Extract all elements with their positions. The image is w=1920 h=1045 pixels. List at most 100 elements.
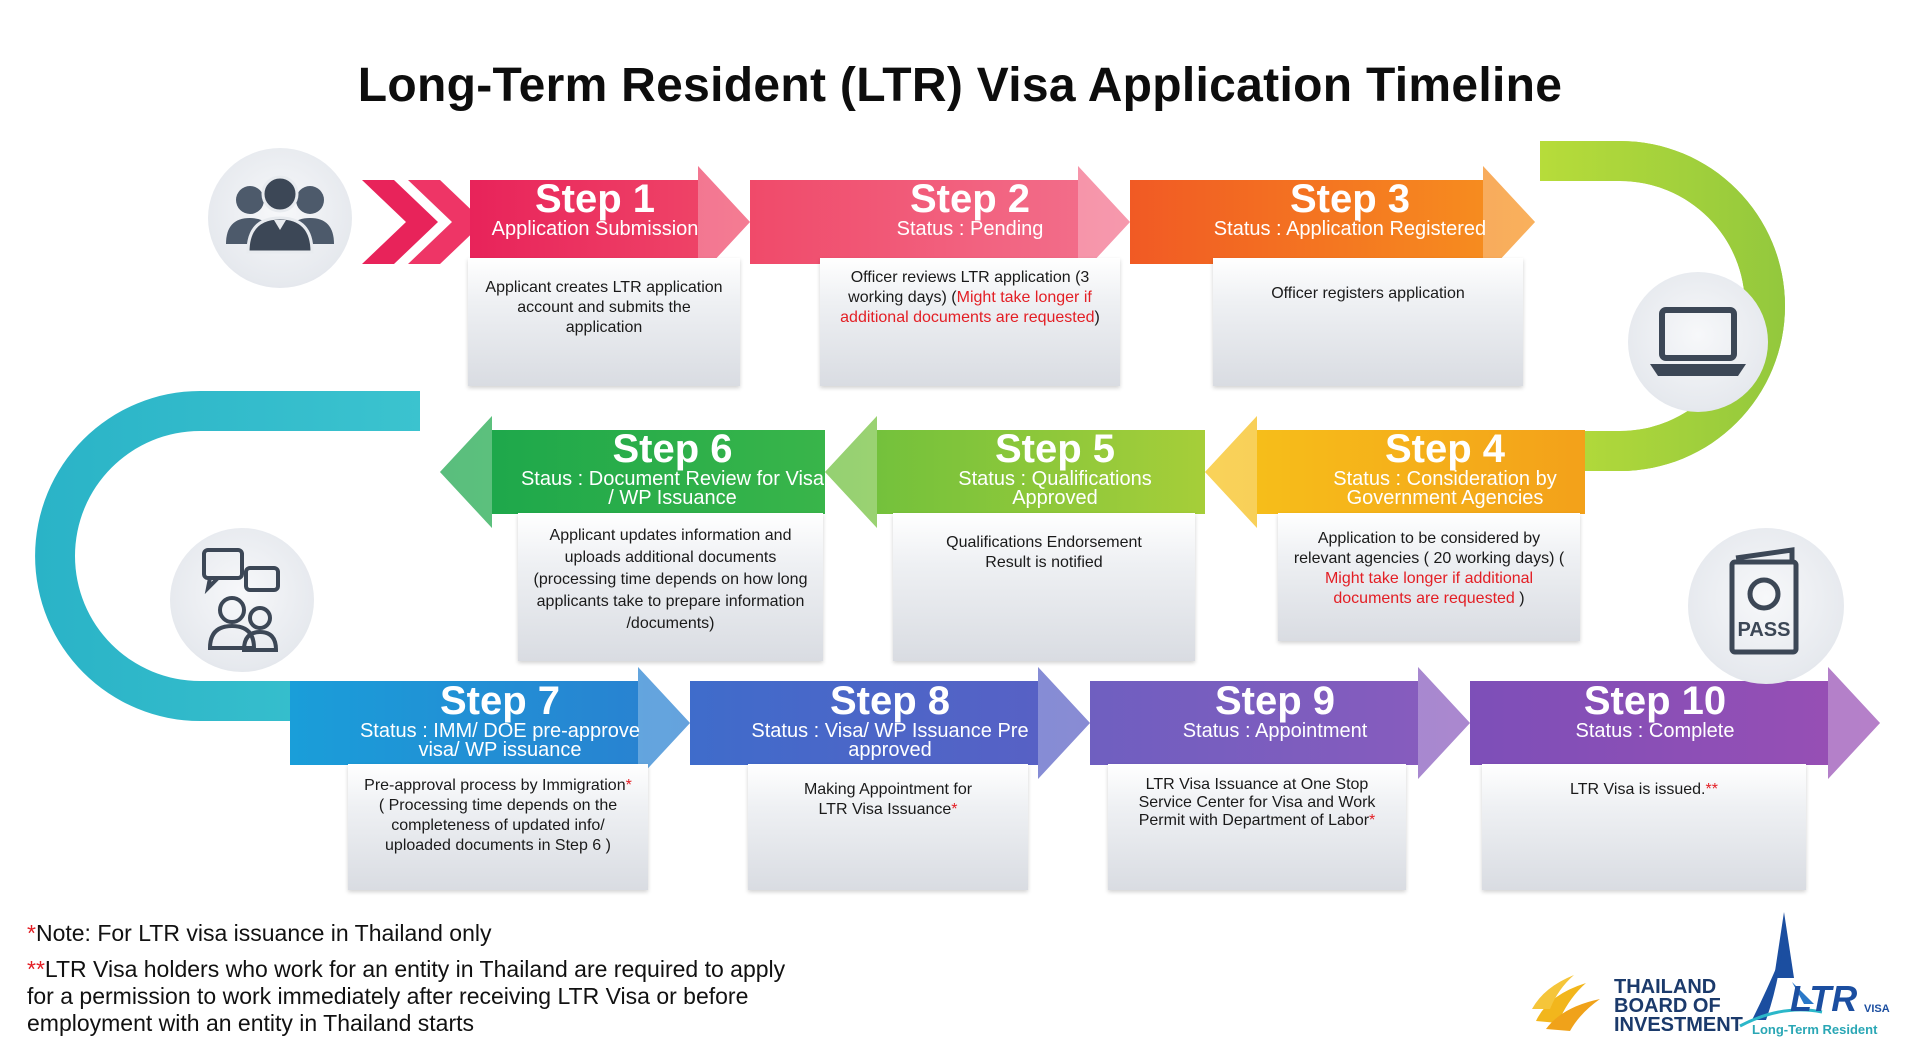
step-3-arrow-head — [1483, 166, 1535, 278]
step-7-desc-part: ( Processing time depends on the complet… — [378, 797, 618, 854]
step-10-status: Status : Complete — [1575, 720, 1735, 742]
step-4-arrow-head — [1205, 416, 1257, 528]
page-title: Long-Term Resident (LTR) Visa Applicatio… — [357, 59, 1563, 112]
step-6-label: Step 6 Staus : Document Review for Visa … — [520, 428, 825, 508]
chevrons-start — [362, 180, 484, 264]
passport-icon: PASS — [1688, 528, 1844, 684]
step-8-description: Making Appointment for LTR Visa Issuance… — [748, 764, 1028, 890]
step-8-desc-part: Making Appointment for LTR Visa Issuance — [803, 781, 973, 818]
boi-line1: THAILAND — [1614, 976, 1717, 998]
step-8-label: Step 8 Status : Visa/ WP Issuance Pre ap… — [745, 680, 1035, 760]
step-4-description: Application to be considered by relevant… — [1278, 513, 1580, 641]
step-5-arrow-head — [825, 416, 877, 528]
step-10-arrow-head — [1828, 667, 1880, 779]
step-1-description: Applicant creates LTR application accoun… — [468, 258, 740, 386]
step-10-desc-part: ** — [1705, 781, 1718, 798]
chat-person-icon — [170, 528, 314, 672]
step-7-label: Step 7 Status : IMM/ DOE pre-approve vis… — [345, 680, 655, 760]
note-2-text: LTR Visa holders who work for an entity … — [27, 956, 786, 1036]
step-5-number: Step 5 — [994, 427, 1116, 471]
step-9-description: LTR Visa Issuance at One Stop Service Ce… — [1108, 764, 1406, 890]
laptop-icon — [1628, 272, 1768, 412]
step-4-label: Step 4 Status : Consideration by Governm… — [1300, 428, 1590, 508]
step-7-desc-part: Pre-approval process by Immigration — [364, 777, 626, 794]
note-2-mark: ** — [27, 956, 45, 982]
step-1-desc-part: Applicant creates LTR application accoun… — [485, 279, 723, 336]
step-2-label: Step 2 Status : Pending — [820, 178, 1120, 239]
step-7-status: Status : IMM/ DOE pre-approve visa/ WP i… — [359, 720, 641, 761]
step-2-description: Officer reviews LTR application (3 worki… — [820, 258, 1120, 386]
step-1-label: Step 1 Application Submission — [460, 178, 730, 239]
step-8-arrow-head — [1038, 667, 1090, 779]
step-1-arrow-head — [698, 166, 750, 278]
boi-logo — [1528, 965, 1608, 1037]
ltr-visa-logo — [1722, 908, 1898, 1040]
boi-logo-mark — [1532, 975, 1600, 1031]
step-10-number: Step 10 — [1583, 679, 1727, 723]
step-9-label: Step 9 Status : Appointment — [1130, 680, 1420, 741]
step-10-description: LTR Visa is issued.** — [1482, 764, 1806, 890]
step-2-status: Status : Pending — [896, 218, 1044, 240]
loop-left — [35, 391, 420, 721]
step-9-desc-part: LTR Visa Issuance at One Stop Service Ce… — [1138, 776, 1376, 829]
step-6-arrow — [440, 416, 825, 528]
step-4-desc-part: ) — [1514, 590, 1525, 607]
note-1-mark: * — [27, 920, 36, 946]
ltr-logo-subtitle: Long-Term Resident — [1752, 1022, 1878, 1037]
step-8-desc-part: * — [951, 801, 958, 818]
step-9-arrow-head — [1418, 667, 1470, 779]
step-7-arrow-head — [638, 667, 690, 779]
ltr-logo-mark — [1739, 912, 1823, 1028]
note-2: **LTR Visa holders who work for an entit… — [27, 956, 797, 1037]
step-10-arrow — [1470, 667, 1880, 779]
note-1-text: Note: For LTR visa issuance in Thailand … — [35, 920, 492, 946]
step-2-desc-part: Might take longer if additional document… — [840, 289, 1095, 326]
step-8-status: Status : Visa/ WP Issuance Pre approved — [751, 720, 1029, 761]
step-4-status: Status : Consideration by Government Age… — [1333, 468, 1557, 509]
step-6-status: Staus : Document Review for Visa / WP Is… — [520, 468, 825, 509]
step-9-arrow — [1090, 667, 1470, 779]
step-4-desc-part: Application to be considered by relevant… — [1293, 530, 1565, 567]
step-3-arrow — [1130, 166, 1535, 278]
step-7-number: Step 7 — [439, 679, 561, 723]
step-6-description: Applicant updates information and upload… — [518, 513, 823, 661]
ltr-logo-visa: VISA — [1864, 1003, 1890, 1015]
boi-line2: BOARD OF — [1614, 995, 1721, 1017]
step-5-desc-part: Qualifications Endorsement Result is not… — [946, 534, 1142, 571]
step-7-desc-part: * — [625, 777, 632, 794]
step-5-description: Qualifications Endorsement Result is not… — [893, 513, 1195, 661]
step-1-number: Step 1 — [534, 177, 656, 221]
step-8-number: Step 8 — [829, 679, 951, 723]
step-9-number: Step 9 — [1214, 679, 1336, 723]
step-4-number: Step 4 — [1384, 427, 1506, 471]
step-8-arrow — [690, 667, 1090, 779]
step-1-status: Application Submission — [491, 218, 699, 240]
step-1-arrow — [470, 166, 750, 278]
step-4-desc-part: Might take longer if additional document… — [1324, 570, 1534, 607]
step-3-number: Step 3 — [1289, 177, 1411, 221]
step-6-desc-part: Applicant updates information and upload… — [533, 527, 808, 632]
step-3-label: Step 3 Status : Application Registered — [1195, 178, 1505, 239]
step-6-arrow-head — [440, 416, 492, 528]
step-2-number: Step 2 — [909, 177, 1031, 221]
step-5-status: Status : Qualifications Approved — [958, 468, 1152, 509]
step-3-description: Officer registers application — [1213, 258, 1523, 386]
step-10-label: Step 10 Status : Complete — [1510, 680, 1800, 741]
step-2-desc-part: ) — [1094, 309, 1100, 326]
passport-text: PASS — [1738, 619, 1791, 641]
step-9-status: Status : Appointment — [1182, 720, 1368, 742]
step-2-arrow-head — [1078, 166, 1130, 278]
step-4-arrow — [1205, 416, 1585, 528]
step-6-number: Step 6 — [612, 427, 733, 471]
note-1: *Note: For LTR visa issuance in Thailand… — [27, 920, 491, 947]
step-10-desc-part: LTR Visa is issued. — [1570, 781, 1706, 798]
step-5-arrow — [825, 416, 1205, 528]
step-7-arrow — [290, 667, 690, 779]
step-2-desc-part: Officer reviews LTR application (3 worki… — [848, 269, 1090, 306]
step-9-desc-part: * — [1369, 812, 1376, 829]
step-2-arrow — [750, 166, 1130, 278]
people-group-icon — [208, 148, 352, 288]
boi-line3: INVESTMENT — [1614, 1014, 1743, 1036]
step-7-description: Pre-approval process by Immigration* ( P… — [348, 764, 648, 890]
